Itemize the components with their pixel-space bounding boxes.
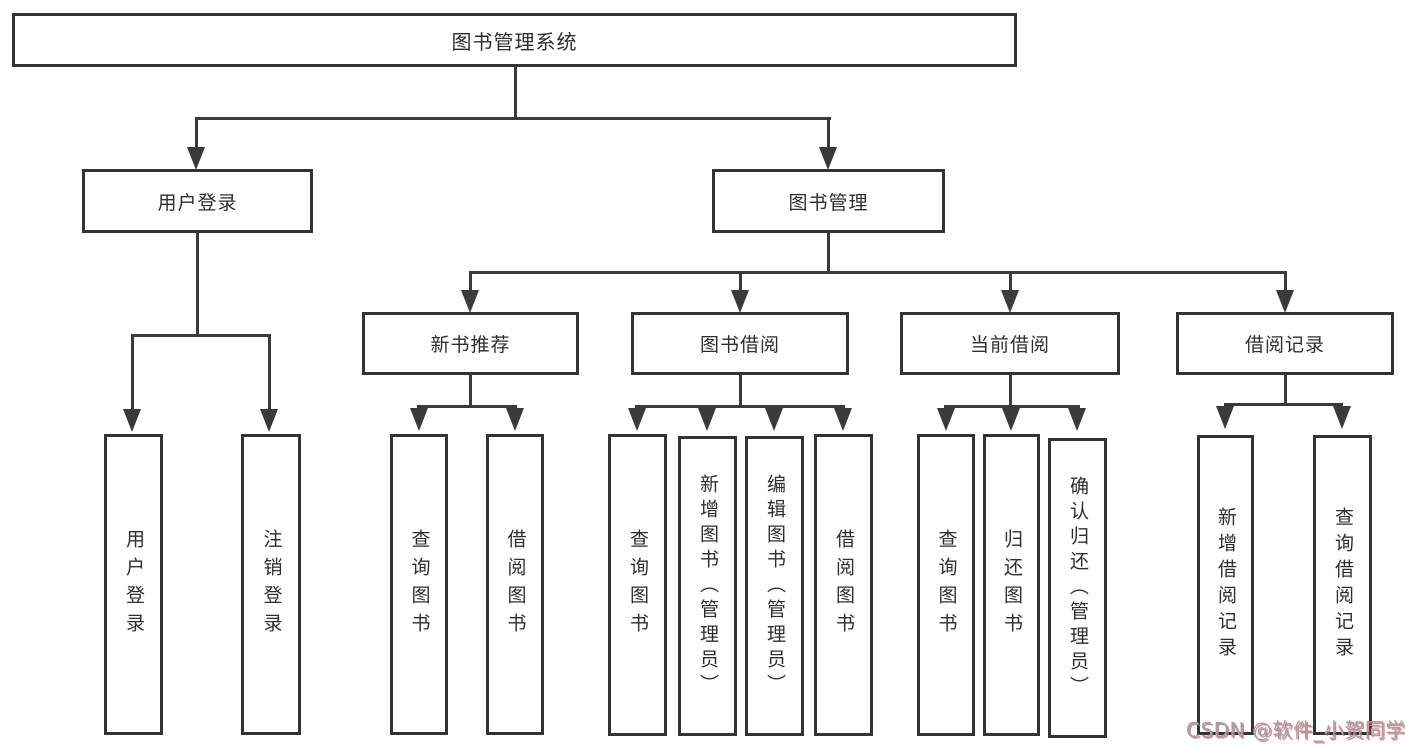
- leaf-query-books-borrow: 查询图书: [608, 434, 667, 736]
- arrowhead-down-icon: [834, 408, 852, 431]
- leaf-label: 新增图书（管理员）: [697, 473, 719, 699]
- connector-group1-down: [469, 374, 472, 408]
- leaf-query-borrow-record: 查询借阅记录: [1313, 435, 1372, 735]
- arrowhead-down-icon: [1002, 408, 1020, 431]
- arrowhead-down-icon: [698, 408, 716, 431]
- leaf-label: 归还图书: [1001, 529, 1023, 641]
- node-new-book-recommend-label: 新书推荐: [430, 334, 511, 356]
- leaf-label: 新增借阅记录: [1215, 507, 1237, 663]
- node-root-label: 图书管理系统: [451, 29, 578, 54]
- connector-user-login-stem: [195, 117, 198, 149]
- leaf-logout: 注销登录: [241, 434, 301, 735]
- node-root: 图书管理系统: [12, 13, 1017, 67]
- leaf-label: 确认归还（管理员）: [1067, 475, 1089, 701]
- node-borrow-records: 借阅记录: [1176, 312, 1394, 375]
- node-book-borrow-label: 图书借阅: [699, 334, 780, 356]
- leaf-label: 查询借阅记录: [1332, 507, 1354, 663]
- leaf-add-book-admin: 新增图书（管理员）: [678, 436, 737, 736]
- connector-book-mgmt-stem: [827, 117, 830, 149]
- leaf-edit-book-admin: 编辑图书（管理员）: [745, 436, 804, 736]
- arrowhead-down-icon: [765, 408, 783, 431]
- connector-group-stem: [1009, 271, 1012, 292]
- leaf-label: 查询图书: [627, 529, 649, 641]
- arrowhead-down-icon: [260, 409, 278, 432]
- connector-group3-rail: [944, 405, 1080, 408]
- leaf-return-book: 归还图书: [983, 434, 1040, 736]
- connector-group-stem: [739, 271, 742, 292]
- connector-book-mgmt-down: [827, 233, 830, 274]
- node-user-login: 用户登录: [82, 169, 313, 233]
- arrowhead-down-icon: [187, 147, 205, 170]
- leaf-query-books-recommend: 查询图书: [390, 434, 448, 735]
- leaf-label: 查询图书: [935, 529, 958, 641]
- arrowhead-down-icon: [410, 408, 428, 431]
- connector-group3-down: [1009, 374, 1012, 408]
- leaf-logout-label: 注销登录: [260, 528, 283, 641]
- node-book-borrow: 图书借阅: [631, 312, 849, 375]
- connector-group4-down: [1284, 374, 1287, 406]
- arrowhead-down-icon: [1276, 290, 1294, 313]
- node-book-management: 图书管理: [712, 169, 945, 233]
- connector-group-stem: [469, 271, 472, 292]
- node-new-book-recommend: 新书推荐: [362, 312, 579, 375]
- arrowhead-down-icon: [123, 409, 141, 432]
- connector-group2-rail: [635, 405, 845, 408]
- leaf-label: 查询图书: [408, 528, 431, 641]
- arrowhead-down-icon: [1068, 408, 1086, 431]
- leaf-confirm-return-admin: 确认归还（管理员）: [1048, 438, 1107, 738]
- node-book-management-label: 图书管理: [788, 191, 869, 214]
- node-user-login-label: 用户登录: [157, 191, 238, 214]
- leaf-user-login: 用户登录: [104, 434, 163, 735]
- connector-user-login-down: [196, 232, 199, 336]
- connector-leaf-stem: [268, 334, 271, 410]
- connector-group2-down: [739, 374, 742, 408]
- arrowhead-down-icon: [1333, 406, 1351, 429]
- node-borrow-records-label: 借阅记录: [1244, 334, 1325, 356]
- leaf-label: 编辑图书（管理员）: [764, 473, 786, 699]
- arrowhead-down-icon: [1001, 290, 1019, 313]
- arrowhead-down-icon: [628, 408, 646, 431]
- leaf-label: 借阅图书: [504, 528, 527, 641]
- leaf-borrow-book: 借阅图书: [814, 434, 873, 736]
- node-current-borrow: 当前借阅: [900, 312, 1120, 375]
- leaf-add-borrow-record: 新增借阅记录: [1197, 435, 1254, 735]
- leaf-label: 借阅图书: [833, 529, 855, 641]
- connector-group1-rail: [417, 405, 517, 408]
- connector-leaf-stem: [131, 334, 134, 410]
- leaf-user-login-label: 用户登录: [123, 528, 145, 641]
- arrowhead-down-icon: [819, 147, 837, 170]
- leaf-borrow-books-recommend: 借阅图书: [486, 434, 544, 735]
- connector-level2-rail: [195, 117, 831, 120]
- arrowhead-down-icon: [461, 290, 479, 313]
- leaf-query-books-current: 查询图书: [917, 434, 975, 736]
- arrowhead-down-icon: [937, 408, 955, 431]
- arrowhead-down-icon: [1216, 406, 1234, 429]
- arrowhead-down-icon: [731, 290, 749, 313]
- connector-group4-rail: [1224, 403, 1343, 406]
- arrowhead-down-icon: [506, 408, 524, 431]
- connector-user-login-rail: [131, 334, 271, 337]
- node-current-borrow-label: 当前借阅: [969, 334, 1050, 356]
- connector-group-stem: [1284, 271, 1287, 292]
- connector-root-stem: [514, 66, 517, 118]
- connector-level3-rail: [469, 271, 1287, 274]
- csdn-watermark: CSDN @软件_小贺同学: [1186, 718, 1405, 742]
